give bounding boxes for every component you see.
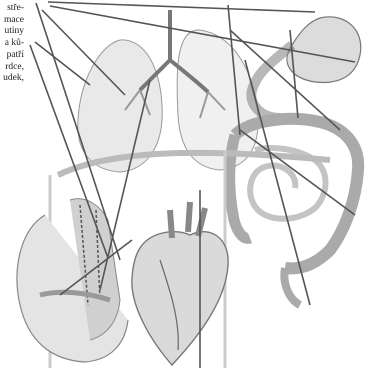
stomach-illustration (251, 17, 360, 118)
heart-illustration (132, 202, 228, 365)
ear-illustration (17, 199, 128, 362)
